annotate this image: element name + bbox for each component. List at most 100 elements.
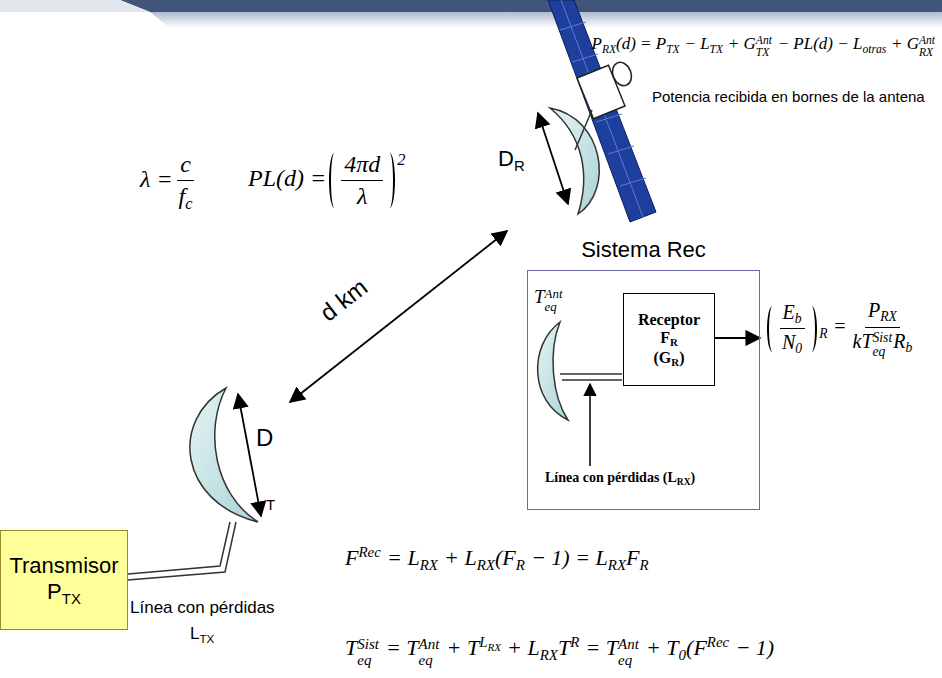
formula-term: TX [666, 43, 679, 56]
formula-term: T [558, 635, 570, 660]
pointer-arrow [589, 384, 591, 466]
transmit-dish [190, 388, 258, 522]
formula-term: TX [62, 590, 81, 607]
feed-line [128, 522, 230, 574]
sub-sup-stack: Sisteq [357, 637, 379, 668]
wavelength-formula: λ =cfc [140, 150, 199, 214]
formula-term: − 1) [735, 635, 774, 660]
formula-term: L [479, 634, 487, 650]
formula-term: = [833, 315, 847, 337]
formula-term: TX [199, 633, 214, 645]
formula-term: ) [679, 349, 684, 366]
formula-term: RX [677, 477, 691, 487]
formula-term: + G [728, 34, 756, 53]
formula-term: 2 [397, 150, 405, 169]
dimension-label: D [256, 424, 273, 453]
formula-term: λ = [140, 166, 173, 192]
text-line: FR [660, 329, 678, 348]
formula-term: Sist [357, 637, 379, 653]
numerator: 4πd [341, 150, 383, 181]
formula-term: + G [891, 34, 919, 53]
formula-term: R [516, 557, 525, 573]
formula-term: F [345, 545, 358, 570]
formula-term: λ [357, 183, 367, 209]
receiver-box: ReceptorFR(GR) [623, 293, 715, 386]
feed-line [128, 522, 236, 580]
formula-term: R [819, 326, 827, 341]
formula-term: Ant [919, 35, 935, 47]
numerator: Eb [780, 300, 805, 330]
formula-term: c [180, 151, 191, 177]
sub-sup-stack: AntRX [919, 35, 935, 59]
line-label: Línea con pérdidas [130, 598, 275, 618]
header-bar [120, 0, 942, 12]
formula-term: Rec [707, 634, 729, 650]
line-label: LTX [190, 624, 214, 647]
formula-term: eq [618, 653, 639, 669]
formula-term: RX [602, 43, 616, 56]
formula-term: R [893, 330, 905, 352]
formula-term: = T [386, 635, 419, 660]
formula-term: ) [691, 470, 696, 485]
formula-term: T [266, 496, 275, 513]
formula-term: R [671, 356, 679, 368]
formula-term: Línea con pérdidas [130, 598, 275, 617]
formula-term: R [670, 337, 678, 349]
feed-line [562, 379, 622, 381]
fraction: cfc [176, 150, 196, 214]
denominator: λ [354, 181, 370, 211]
denominator: kTSisteqRb [850, 328, 916, 360]
parenthesis [808, 306, 817, 352]
formula-term: − L [684, 34, 709, 53]
formula-term: (G [654, 349, 672, 366]
formula-term: Transmisor [9, 553, 118, 578]
formula-term: Potencia recibida en bornes de la antena [652, 88, 925, 105]
feed-line [560, 373, 622, 375]
formula-term: + L [507, 635, 540, 660]
system-temperature-formula: TSisteq= TAnteq+ TLRX+ LRXTR= TAnteq+ T0… [345, 634, 774, 668]
sub-sup-stack: Anteq [618, 637, 639, 668]
formula-term: Ant [545, 287, 563, 301]
formula-term: 4πd [344, 151, 380, 177]
denominator: fc [176, 181, 196, 214]
distance-arrow [290, 231, 507, 402]
output-arrow [714, 337, 760, 339]
formula-term: − PL(d) − L [778, 34, 863, 53]
formula-term: Receptor [638, 311, 700, 328]
formula-term: RX [420, 557, 438, 573]
formula-term: T [345, 635, 357, 660]
line-label: Línea con pérdidas (LRX) [545, 470, 695, 488]
formula-term: P [592, 34, 602, 53]
antenna-temperature: TAnteq [534, 286, 564, 314]
formula-term: (F [686, 635, 707, 660]
formula-term: T [534, 286, 545, 307]
formula-term: eq [419, 653, 440, 669]
path-loss-formula: PL(d) =4πdλ2 [248, 150, 405, 211]
formula-term: c [185, 194, 192, 213]
received-power-formula: PRX(d) = PTX− LTX+ GAntTX− PL(d) − Lotra… [592, 34, 937, 59]
note: Potencia recibida en bornes de la antena [652, 88, 925, 106]
formula-term: − 1) = L [531, 545, 608, 570]
formula-term: + T [646, 635, 679, 660]
formula-term: kT [853, 330, 873, 352]
transmitter-box: TransmisorPTX [0, 530, 128, 630]
text-line: Receptor [638, 311, 700, 329]
distance-label: d km [315, 273, 374, 328]
box-heading: Sistema Rec [508, 237, 779, 263]
receive-dish [538, 322, 568, 420]
formula-term: Línea con pérdidas (L [545, 470, 677, 485]
formula-term: TX [710, 43, 723, 56]
denominator: N0 [779, 329, 805, 358]
formula-term: RX [608, 557, 626, 573]
sub-sup-stack: Anteq [545, 287, 563, 314]
formula-term: Sistema Rec [581, 237, 706, 262]
formula-term: RX [919, 47, 935, 59]
parenthesis [767, 306, 776, 352]
dimension-label: T [266, 496, 275, 514]
text-line: Transmisor [9, 553, 118, 579]
dimension-arrow [238, 394, 261, 516]
formula-term: Rec [358, 544, 380, 560]
formula-term: 0 [795, 342, 802, 357]
formula-term: eq [545, 300, 563, 314]
formula-term: (d) = P [616, 34, 666, 53]
